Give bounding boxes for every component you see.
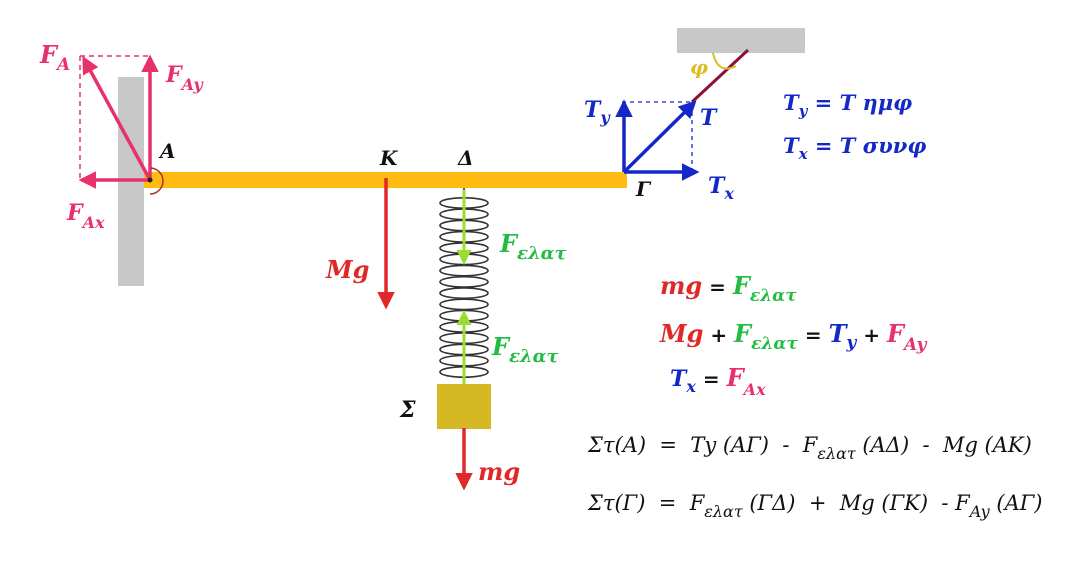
phi-label: φ	[690, 55, 708, 79]
spring-coil	[439, 275, 489, 288]
fa-label: FA	[39, 40, 70, 75]
trig-tx: Tx = T συνφ	[783, 133, 926, 163]
t-arrow	[622, 100, 697, 174]
spring-coil	[439, 298, 489, 311]
ty-label: Ty	[584, 97, 611, 127]
fa-arrow	[82, 55, 152, 181]
label-k: K	[379, 146, 399, 170]
sigma-label: Σ	[399, 397, 416, 423]
ceiling	[677, 28, 805, 53]
spring-coil	[439, 264, 489, 277]
rope	[690, 48, 750, 104]
mass-block	[437, 384, 491, 429]
equation-3: Tx = FAx	[670, 363, 766, 399]
hinge-arc	[149, 167, 164, 195]
trig-ty: Ty = T ημφ	[783, 90, 912, 120]
spring-coil	[439, 287, 489, 300]
label-a: A	[158, 139, 176, 163]
t-label: T	[700, 105, 718, 131]
point-a	[147, 177, 153, 183]
angle-arc	[712, 52, 737, 70]
felat-bottom-label: Fελατ	[491, 332, 559, 367]
felat-top-label: Fελατ	[499, 229, 567, 264]
mg-mass-label: mg	[478, 457, 520, 486]
label-gamma: Γ	[635, 177, 652, 201]
label-delta: Δ	[457, 146, 474, 170]
equation-2: Mg + Fελατ = Ty + FAy	[659, 319, 928, 355]
torque-g-equation: Στ(Γ) = Fελατ (ΓΔ) + Mg (ΓΚ) - FAy (ΑΓ)	[587, 491, 1043, 521]
tx-label: Tx	[708, 173, 734, 203]
fax-label: FAx	[66, 200, 105, 232]
mg-beam-label: Mg	[325, 255, 369, 284]
equation-1: mg = Fελατ	[660, 271, 797, 306]
fay-label: FAy	[165, 62, 204, 94]
torque-a-equation: Στ(Α) = Ty (ΑΓ) - Fελατ (ΑΔ) - Mg (ΑΚ)	[587, 433, 1032, 463]
